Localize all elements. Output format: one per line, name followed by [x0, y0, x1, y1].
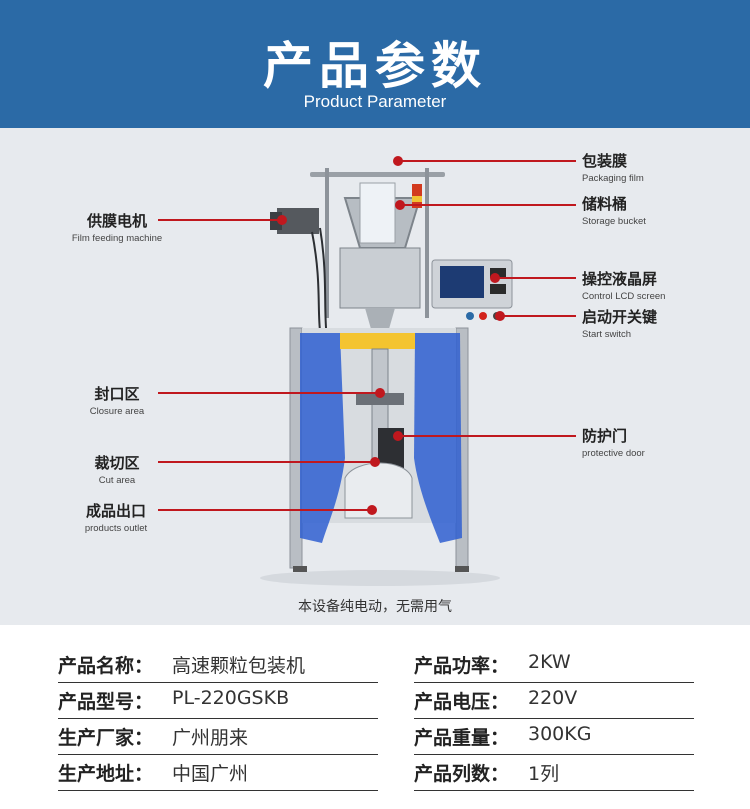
spec-value: 1列 — [528, 763, 560, 785]
photo-caption: 本设备纯电动，无需用气 — [298, 599, 452, 615]
callout-zh: 启动开关键 — [582, 308, 658, 326]
callout-en: products outlet — [84, 523, 148, 534]
spec-label: 产品重量： — [414, 727, 510, 749]
spec-value: PL-220GSKB — [172, 687, 290, 709]
spec-label: 生产厂家： — [58, 727, 154, 749]
callout-protective-door: 防护门 protective door — [582, 425, 645, 459]
callout-en: Start switch — [582, 329, 632, 340]
spec-label: 产品列数： — [414, 763, 510, 785]
callout-en: protective door — [582, 448, 645, 459]
top-frame-bar — [310, 172, 445, 177]
callout-zh: 储料桶 — [582, 195, 628, 213]
frame-post-right — [425, 168, 429, 318]
spec-value: 2KW — [528, 651, 571, 673]
row-divider — [58, 682, 378, 683]
spec-value: 高速颗粒包装机 — [172, 655, 306, 677]
callout-start-switch: 启动开关键 Start switch — [582, 306, 657, 340]
page-subtitle: Product Parameter — [303, 92, 447, 111]
row-divider — [414, 682, 694, 683]
page-title: 产品参数 — [263, 37, 487, 95]
row-divider — [414, 790, 694, 791]
machine-illustration — [158, 156, 576, 586]
spec-row: 产品列数： 1列 — [414, 753, 694, 791]
spec-value: 中国广州 — [172, 763, 249, 785]
spec-row: 产品名称： 高速颗粒包装机 — [58, 645, 378, 683]
callout-zh: 包装膜 — [582, 152, 628, 170]
callout-zh: 防护门 — [582, 427, 628, 445]
spec-row: 产品型号： PL-220GSKB — [58, 681, 378, 719]
spec-label: 产品电压： — [414, 691, 510, 713]
spec-label: 产品名称： — [58, 655, 154, 677]
spec-row: 产品功率： 2KW — [414, 645, 694, 683]
frame-post-left — [325, 168, 329, 318]
callout-zh: 裁切区 — [94, 454, 140, 472]
spec-row: 生产厂家： 广州朋来 — [58, 717, 378, 755]
spec-label: 生产地址： — [58, 763, 154, 785]
button-red — [479, 312, 487, 320]
callout-zh: 操控液晶屏 — [582, 270, 658, 288]
spec-label: 产品功率： — [414, 655, 510, 677]
callout-en: Closure area — [89, 406, 145, 417]
callout-en: Cut area — [98, 475, 136, 486]
row-divider — [58, 718, 378, 719]
spec-value: 300KG — [528, 723, 592, 745]
callout-packaging-film: 包装膜 Packaging film — [582, 150, 644, 184]
spec-value: 220V — [528, 687, 578, 709]
row-divider — [414, 718, 694, 719]
product-outlet — [344, 462, 413, 519]
sealing-jaws — [356, 393, 404, 405]
callout-en: Packaging film — [582, 173, 644, 184]
callout-products-outlet: 成品出口 products outlet — [66, 500, 166, 534]
spec-value: 广州朋来 — [172, 727, 249, 749]
callout-storage-bucket: 储料桶 Storage bucket — [582, 193, 646, 227]
callout-en: Control LCD screen — [582, 291, 666, 302]
warning-labels — [340, 333, 415, 349]
callout-cut-area: 裁切区 Cut area — [72, 452, 162, 486]
spec-row: 产品重量： 300KG — [414, 717, 694, 755]
button-blue — [466, 312, 474, 320]
header-banner: 产品参数 Product Parameter — [0, 0, 750, 128]
lcd-screen — [440, 266, 484, 298]
dosing-unit — [339, 247, 421, 309]
callout-zh: 封口区 — [94, 385, 140, 403]
callout-closure-area: 封口区 Closure area — [72, 383, 162, 417]
callout-control-screen: 操控液晶屏 Control LCD screen — [582, 268, 665, 302]
packaging-film-roll — [359, 182, 396, 244]
spec-table: 产品名称： 高速颗粒包装机 产品型号： PL-220GSKB 生产厂家： 广州朋… — [0, 625, 750, 809]
spec-row: 产品电压： 220V — [414, 681, 694, 719]
protective-door-left — [300, 333, 345, 543]
callout-en: Film feeding machine — [71, 233, 163, 244]
callout-film-feeding: 供膜电机 Film feeding machine — [62, 210, 172, 244]
product-photo: 包装膜 Packaging film 储料桶 Storage bucket 操控… — [0, 128, 750, 625]
callout-lines — [158, 156, 576, 515]
callout-zh: 供膜电机 — [86, 212, 147, 230]
spec-label: 产品型号： — [58, 691, 154, 713]
spec-row: 生产地址： 中国广州 — [58, 753, 378, 791]
callout-en: Storage bucket — [582, 216, 646, 227]
row-divider — [414, 754, 694, 755]
row-divider — [58, 790, 378, 791]
protective-door-right — [414, 333, 462, 543]
callout-zh: 成品出口 — [85, 502, 146, 520]
row-divider — [58, 754, 378, 755]
